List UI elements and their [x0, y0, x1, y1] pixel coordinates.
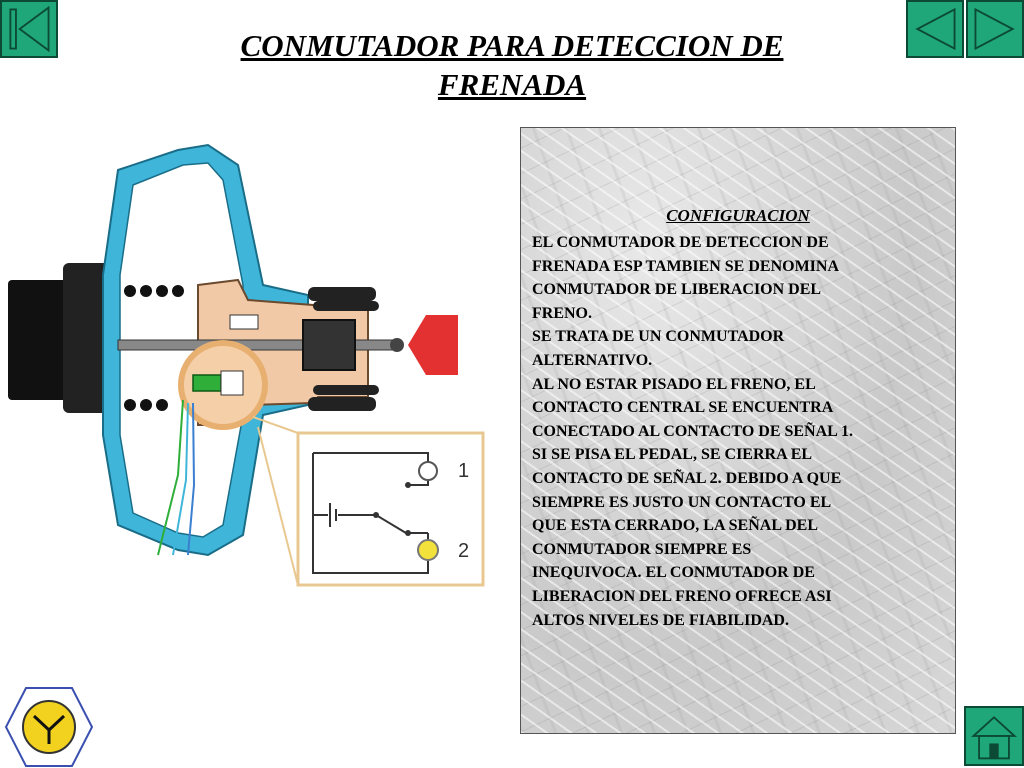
panel-line: FRENO.	[532, 304, 592, 322]
panel-line: EL CONMUTADOR DE DETECCION DE	[532, 234, 829, 251]
spring-beads	[124, 285, 184, 411]
panel-line: QUE ESTA CERRADO, LA SEÑAL DEL	[532, 517, 818, 535]
callout-1: 1	[458, 460, 469, 482]
lamp-2-icon	[417, 539, 439, 561]
configuration-panel: CONFIGURACION EL CONMUTADOR DE DETECCION…	[520, 127, 956, 734]
title-line-2: FRENADA	[437, 67, 587, 102]
panel-line: SI SE PISA EL PEDAL, SE CIERRA EL	[532, 446, 813, 464]
circuit-diagram	[312, 452, 429, 574]
panel-line: CONMUTADOR DE LIBERACION DEL	[532, 281, 822, 299]
panel-line: INEQUIVOCA. EL CONMUTADOR DE	[532, 564, 815, 582]
panel-line: CONTACTO CENTRAL SE ENCUENTRA	[532, 399, 834, 417]
lamp-1-icon	[418, 461, 438, 481]
wire-green	[157, 399, 184, 556]
circuit-diagram-box	[296, 431, 485, 587]
contact-point-central	[373, 512, 379, 518]
brake-switch	[192, 374, 222, 392]
callout-2: 2	[458, 540, 469, 562]
slide-title: CONMUTADOR PARA DETECCION DE FRENADA	[180, 26, 844, 104]
panel-line: CONTACTO DE SEÑAL 2. DEBIDO A QUE	[532, 469, 842, 487]
panel-line: CONMUTADOR SIEMPRE ES	[532, 540, 752, 558]
panel-line: FRENADA ESP TAMBIEN SE DENOMINA	[532, 257, 840, 275]
home-button[interactable]	[964, 706, 1024, 766]
title-line-1: CONMUTADOR PARA DETECCION DE	[240, 28, 784, 63]
switch-holder	[229, 314, 259, 330]
next-slide-button[interactable]	[966, 0, 1024, 58]
contact-point-1	[405, 482, 411, 488]
panel-line: AL NO ESTAR PISADO EL FRENO, EL	[532, 375, 816, 393]
arrow-left-icon	[915, 7, 956, 51]
first-slide-button[interactable]	[0, 0, 58, 58]
switch-core	[302, 319, 356, 371]
logo-hexagon-icon[interactable]	[4, 686, 94, 768]
panel-line: SIEMPRE ES JUSTO UN CONTACTO EL	[532, 493, 832, 511]
panel-line: LIBERACION DEL FRENO OFRECE ASI	[532, 587, 832, 605]
previous-slide-button[interactable]	[906, 0, 964, 58]
push-rod-tip	[390, 338, 404, 352]
brake-booster-illustration: 1 2	[8, 143, 485, 587]
callout-line	[252, 416, 299, 434]
wire-blue	[172, 402, 189, 556]
panel-line: ALTERNATIVO.	[532, 351, 653, 369]
panel-line: ALTOS NIVELES DE FIABILIDAD.	[532, 611, 789, 629]
callout-line-lower	[257, 426, 299, 586]
rubber-boot	[308, 287, 379, 411]
booster-mount	[8, 280, 68, 400]
home-icon	[971, 716, 1017, 760]
panel-line: SE TRATA DE UN CONMUTADOR	[532, 328, 785, 346]
switch-contact	[220, 370, 244, 396]
panel-text: EL CONMUTADOR DE DETECCION DE FRENADA ES…	[532, 231, 942, 632]
wire-dark-blue	[187, 402, 196, 556]
contact-point-2	[405, 530, 411, 536]
arrow-right-icon	[974, 7, 1015, 51]
skip-to-first-icon	[9, 5, 50, 53]
pedal-force-arrow	[408, 315, 458, 375]
panel-heading: CONFIGURACION	[666, 206, 810, 225]
panel-line: CONECTADO AL CONTACTO DE SEÑAL 1.	[532, 422, 853, 440]
